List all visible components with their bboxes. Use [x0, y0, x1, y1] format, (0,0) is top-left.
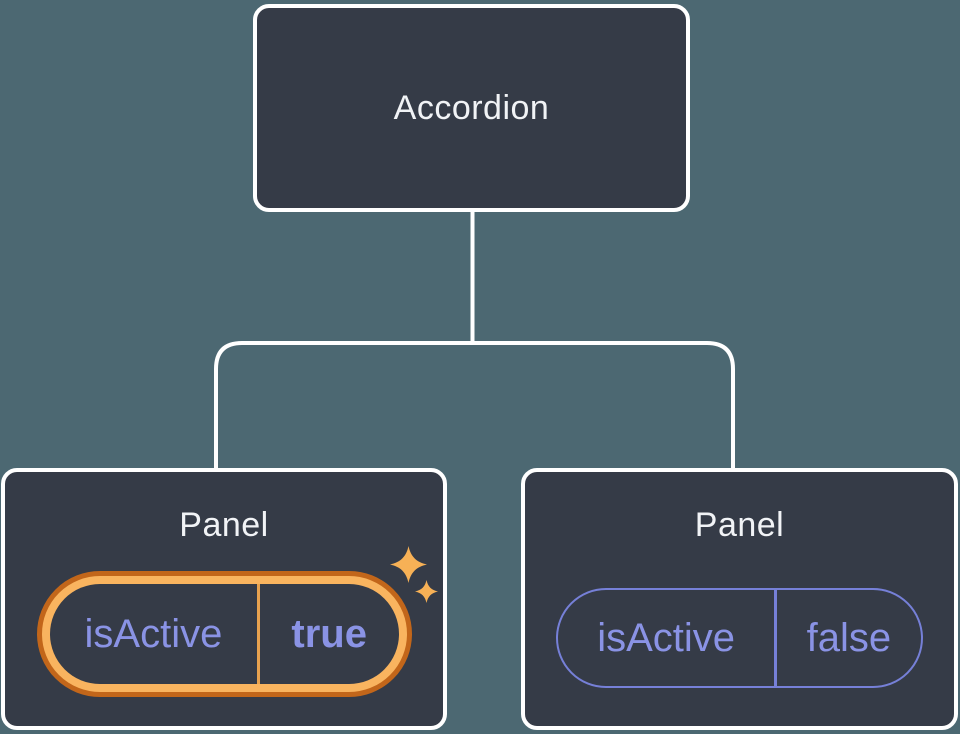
state-name-cell: isActive: [50, 584, 258, 684]
panel-node-label: Panel: [179, 506, 269, 544]
state-pill-active: isActive true: [49, 584, 399, 684]
panel-node-active: Panel isActive true: [1, 468, 447, 730]
state-value-label: false: [806, 615, 892, 660]
state-pill-inactive: isActive false: [556, 588, 923, 688]
accordion-node-label: Accordion: [393, 88, 550, 127]
state-name-label: isActive: [597, 615, 736, 660]
state-value-cell: false: [777, 590, 921, 686]
state-value-label: true: [291, 611, 367, 656]
panel-node-label: Panel: [694, 506, 785, 544]
accordion-node: Accordion: [253, 4, 690, 212]
state-highlight-ring: isActive true: [36, 571, 412, 697]
pill-divider: [774, 590, 777, 686]
pill-divider: [257, 584, 260, 684]
state-name-cell: isActive: [558, 590, 774, 686]
state-name-label: isActive: [84, 611, 223, 656]
panel-node-inactive: Panel isActive false: [521, 468, 958, 730]
sparkle-icon-large: [390, 546, 427, 583]
state-value-cell: true: [260, 584, 399, 684]
sparkle-icon-small: [415, 580, 438, 603]
